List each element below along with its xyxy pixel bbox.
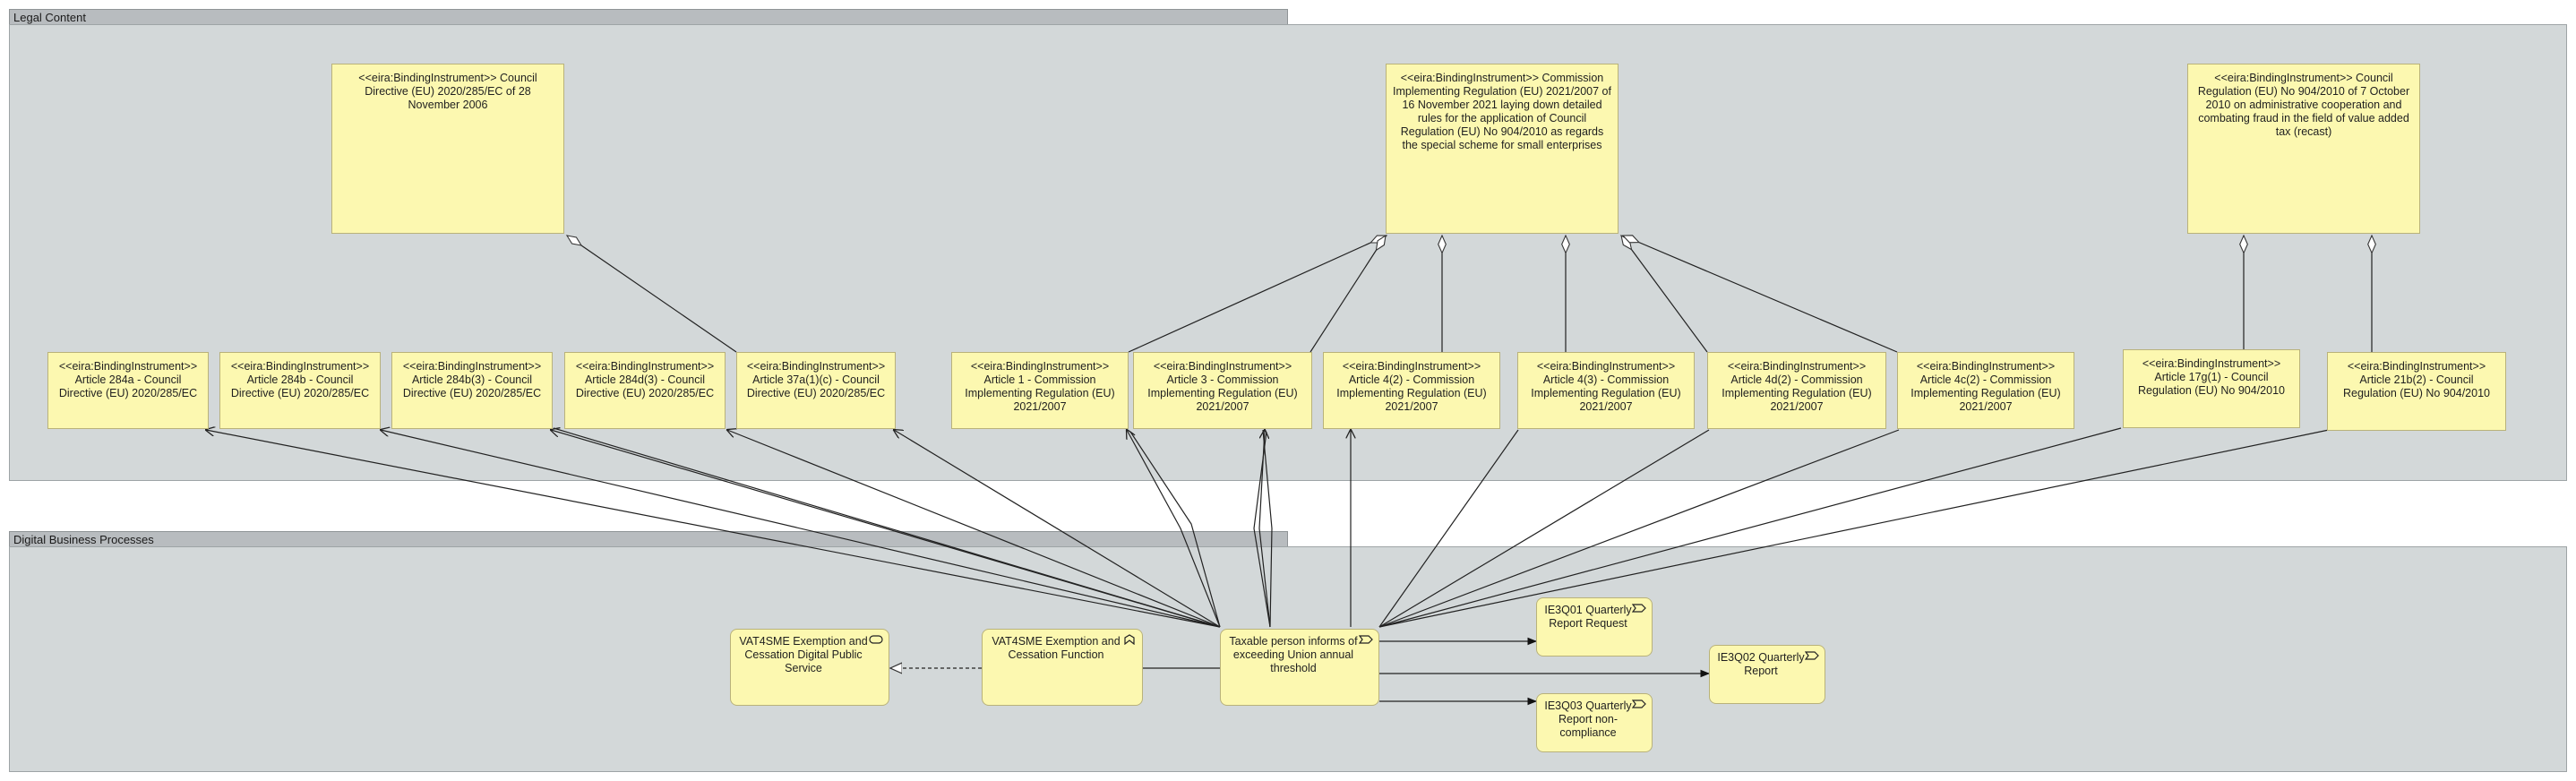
relation-line xyxy=(1378,427,2122,628)
ie3q03-non-compliance[interactable]: IE3Q03 Quarterly Report non-compliance xyxy=(1536,693,1653,752)
relation-line xyxy=(1253,431,1271,628)
article-4d-2-box[interactable]: <<eira:BindingInstrument>> Article 4d(2)… xyxy=(1707,352,1886,429)
service-label: VAT4SME Exemption and Cessation Digital … xyxy=(739,635,868,674)
relation-line xyxy=(1378,429,1710,628)
relation-line xyxy=(894,430,1221,628)
article-17g1-box[interactable]: <<eira:BindingInstrument>> Article 17g(1… xyxy=(2123,349,2300,428)
council-regulation-904-2010-box[interactable]: <<eira:BindingInstrument>> Council Regul… xyxy=(2187,64,2420,234)
aggregation-line xyxy=(567,236,737,353)
relation-line xyxy=(553,427,1221,628)
article-1-box[interactable]: <<eira:BindingInstrument>> Article 1 - C… xyxy=(951,352,1129,429)
threshold-event[interactable]: Taxable person informs of exceeding Unio… xyxy=(1220,629,1379,706)
relation-line xyxy=(1378,429,1519,628)
relation-line xyxy=(1127,430,1221,628)
council-directive-2020-285-box[interactable]: <<eira:BindingInstrument>> Council Direc… xyxy=(331,64,564,234)
function-label: VAT4SME Exemption and Cessation Function xyxy=(992,635,1121,661)
article-284d3-box[interactable]: <<eira:BindingInstrument>> Article 284d(… xyxy=(564,352,726,429)
relation-line xyxy=(727,430,1221,628)
relation-line xyxy=(381,430,1221,628)
aggregation-line xyxy=(1623,236,1898,353)
relation-line xyxy=(1378,429,2330,628)
event-icon xyxy=(1805,651,1819,660)
article-4c-2-box[interactable]: <<eira:BindingInstrument>> Article 4c(2)… xyxy=(1897,352,2074,429)
article-4-3-box[interactable]: <<eira:BindingInstrument>> Article 4(3) … xyxy=(1517,352,1695,429)
ie3q02-quarterly-report[interactable]: IE3Q02 Quarterly Report xyxy=(1709,645,1825,704)
aggregation-line xyxy=(1128,236,1387,353)
event-label: Taxable person informs of exceeding Unio… xyxy=(1229,635,1358,674)
article-3-box[interactable]: <<eira:BindingInstrument>> Article 3 - C… xyxy=(1133,352,1312,429)
event-icon xyxy=(1632,604,1646,613)
article-37a1c-box[interactable]: <<eira:BindingInstrument>> Article 37a(1… xyxy=(736,352,896,429)
commission-regulation-2021-2007-box[interactable]: <<eira:BindingInstrument>> Commission Im… xyxy=(1386,64,1619,234)
function-icon xyxy=(1124,634,1135,645)
aggregation-line xyxy=(1621,236,1708,353)
relation-line xyxy=(206,430,1221,628)
q03-label: IE3Q03 Quarterly Report non-compliance xyxy=(1544,699,1632,739)
q02-label: IE3Q02 Quarterly Report xyxy=(1717,651,1805,677)
service-icon xyxy=(869,635,883,644)
ie3q01-report-request[interactable]: IE3Q01 Quarterly Report Request xyxy=(1536,597,1653,657)
vat4sme-exemption-function[interactable]: VAT4SME Exemption and Cessation Function xyxy=(982,629,1143,706)
event-icon xyxy=(1359,635,1373,644)
article-284a-box[interactable]: <<eira:BindingInstrument>> Article 284a … xyxy=(47,352,209,429)
aggregation-line xyxy=(1309,236,1386,353)
relation-line xyxy=(1129,431,1221,628)
article-284b3-box[interactable]: <<eira:BindingInstrument>> Article 284b(… xyxy=(391,352,553,429)
relation-line xyxy=(1262,429,1273,628)
vat4sme-digital-public-service[interactable]: VAT4SME Exemption and Cessation Digital … xyxy=(730,629,889,706)
q01-label: IE3Q01 Quarterly Report Request xyxy=(1544,604,1632,630)
article-21b2-box[interactable]: <<eira:BindingInstrument>> Article 21b(2… xyxy=(2327,352,2506,431)
article-284b-box[interactable]: <<eira:BindingInstrument>> Article 284b … xyxy=(219,352,381,429)
relation-line xyxy=(1378,429,1900,628)
article-4-2-box[interactable]: <<eira:BindingInstrument>> Article 4(2) … xyxy=(1323,352,1500,429)
event-icon xyxy=(1632,699,1646,708)
